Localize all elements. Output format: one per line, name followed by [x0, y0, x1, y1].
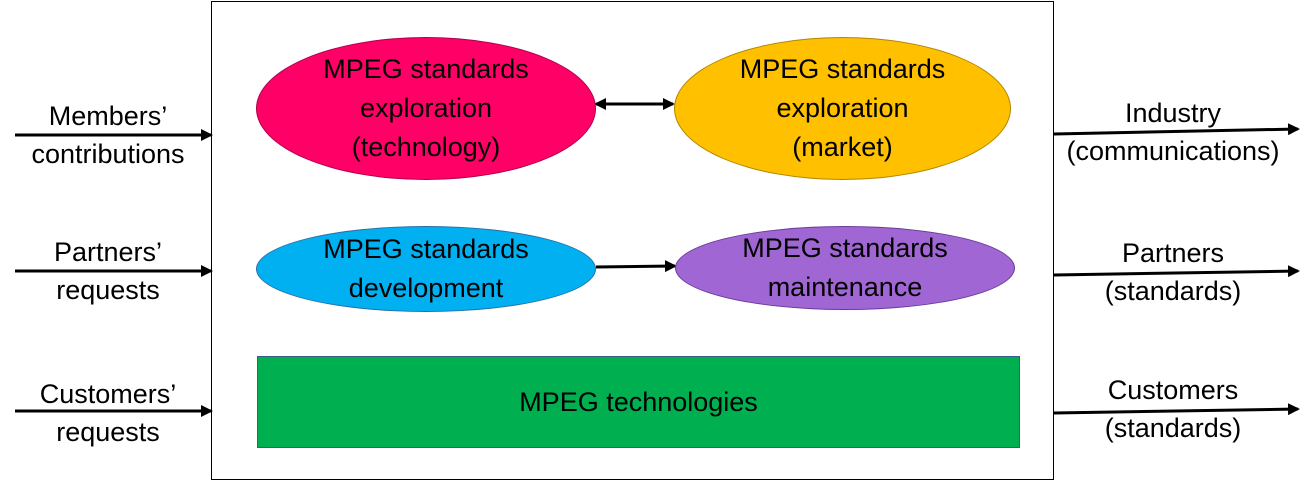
output-arrow-industry: [1053, 123, 1300, 136]
output-arrow-customers: [1053, 403, 1300, 416]
node-exploration-technology: MPEG standards exploration (technology): [256, 37, 596, 180]
output-label-customers: Customers (standards): [1104, 375, 1242, 443]
node-exploration-market: MPEG standards exploration (market): [674, 37, 1011, 180]
input-label-partners: Partners’ requests: [53, 237, 163, 305]
development-to-maintenance-arrow: [595, 260, 677, 273]
node-maintenance: MPEG standards maintenance: [675, 226, 1015, 310]
input-label-members: Members’ contributions: [31, 101, 185, 169]
input-label-customers: Customers’ requests: [39, 379, 177, 447]
node-mpeg-technologies: MPEG technologies: [257, 356, 1020, 448]
node-development: MPEG standards development: [256, 226, 596, 312]
output-arrow-partners: [1053, 265, 1300, 278]
output-label-industry: Industry (communications): [1066, 98, 1280, 166]
output-label-partners: Partners (standards): [1104, 238, 1242, 306]
